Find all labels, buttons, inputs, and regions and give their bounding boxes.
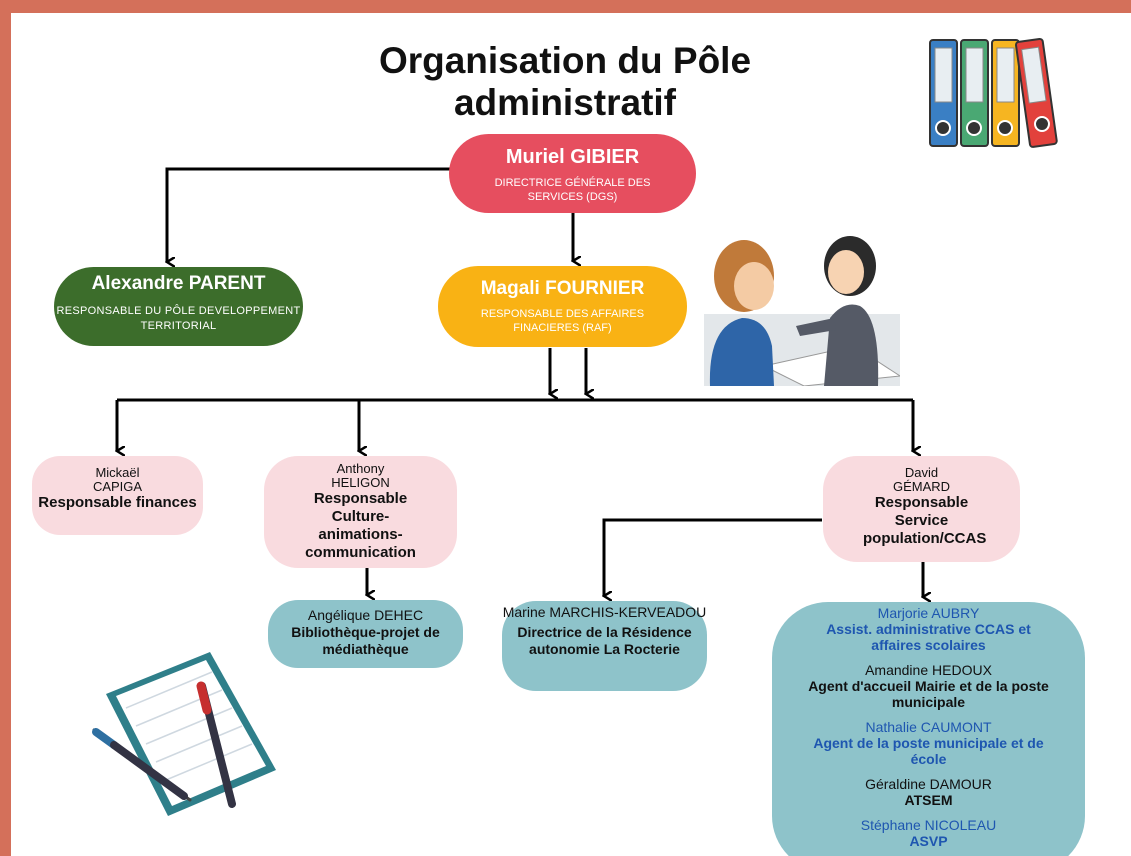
- node-role: RESPONSABLE DES AFFAIRES FINACIERES (RAF…: [480, 308, 645, 334]
- ccas-team-node: Marjorie AUBRY Assist. administrative CC…: [772, 602, 1085, 856]
- david-node: David GÉMARD Responsable Service populat…: [823, 456, 1020, 562]
- team-member: Marjorie AUBRY Assist. administrative CC…: [772, 605, 1085, 653]
- dgs-node: Muriel GIBIER DIRECTRICE GÉNÉRALE DES SE…: [449, 134, 696, 213]
- member-name: Amandine HEDOUX: [865, 662, 992, 678]
- node-name: Alexandre PARENT: [91, 273, 266, 294]
- member-role: ATSEM: [904, 792, 953, 808]
- marine-node: Marine MARCHIS-KERVEADOU Directrice de l…: [502, 601, 707, 691]
- node-role: RESPONSABLE DU PÔLE DEVELOPPEMENT TERRIT…: [56, 305, 301, 332]
- node-name: David GÉMARD: [892, 465, 951, 494]
- node-name: Angélique DEHEC: [307, 607, 424, 623]
- binders-illustration: [929, 37, 1058, 148]
- node-name: Magali FOURNIER: [480, 278, 645, 299]
- team-member: Amandine HEDOUX Agent d'accueil Mairie e…: [772, 662, 1085, 710]
- connector-dgs-parent: [167, 167, 450, 262]
- node-name: Marine MARCHIS-KERVEADOU: [502, 604, 707, 620]
- angelique-node: Angélique DEHEC Bibliothèque-projet de m…: [268, 600, 463, 668]
- office-meeting-illustration: [704, 236, 900, 386]
- member-name: Stéphane NICOLEAU: [860, 817, 997, 833]
- node-role: Bibliothèque-projet de médiathèque: [291, 624, 440, 657]
- node-role: Directrice de la Résidence autonomie La …: [517, 624, 692, 657]
- page-title: Organisation du Pôle administratif: [378, 40, 752, 123]
- frame-left-border: [0, 0, 11, 856]
- member-role: Agent d'accueil Mairie et de la poste mu…: [808, 678, 1049, 710]
- raf-node: Magali FOURNIER RESPONSABLE DES AFFAIRES…: [438, 266, 687, 347]
- member-name: Nathalie CAUMONT: [865, 719, 992, 735]
- member-name: Marjorie AUBRY: [877, 605, 980, 621]
- member-name: Géraldine DAMOUR: [865, 776, 992, 792]
- mickael-node: Mickaël CAPIGA Responsable finances: [32, 456, 203, 535]
- member-role: Agent de la poste municipale et de école: [813, 735, 1044, 767]
- team-member: Nathalie CAUMONT Agent de la poste munic…: [772, 719, 1085, 767]
- team-member: Stéphane NICOLEAU ASVP: [772, 817, 1085, 849]
- connector-david-marine: [604, 518, 822, 596]
- node-role: DIRECTRICE GÉNÉRALE DES SERVICES (DGS): [494, 177, 651, 203]
- node-name: Muriel GIBIER: [505, 146, 640, 168]
- team-member: Géraldine DAMOUR ATSEM: [772, 776, 1085, 808]
- notebook-pens-illustration: [92, 652, 276, 816]
- frame-top-border: [0, 0, 1131, 13]
- node-role: Responsable finances: [38, 494, 197, 511]
- node-name: Mickaël CAPIGA: [92, 465, 143, 494]
- anthony-node: Anthony HELIGON Responsable Culture-anim…: [264, 456, 457, 568]
- parent-node: Alexandre PARENT RESPONSABLE DU PÔLE DEV…: [54, 267, 303, 346]
- node-role: Responsable Service population/CCAS: [863, 494, 987, 547]
- node-name: Anthony HELIGON: [331, 461, 390, 490]
- node-role: Responsable Culture-animations-communica…: [305, 490, 416, 561]
- member-role: Assist. administrative CCAS et affaires …: [826, 621, 1031, 653]
- member-role: ASVP: [909, 833, 948, 849]
